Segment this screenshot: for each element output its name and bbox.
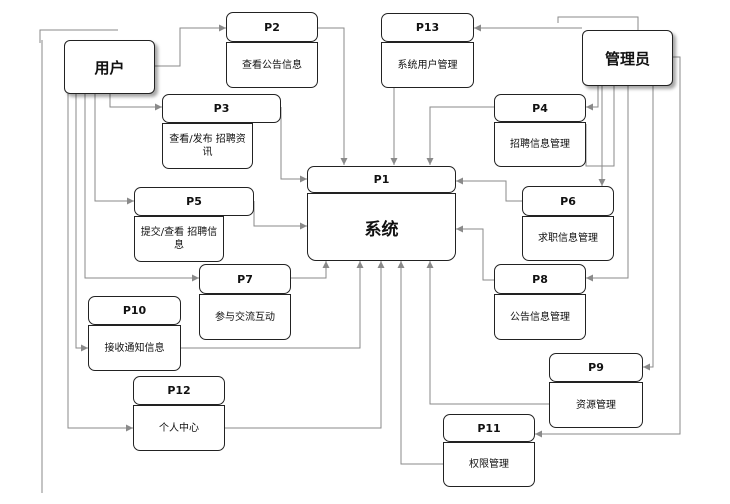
user-actor: 用户 <box>64 40 155 94</box>
connector-line <box>397 261 443 465</box>
connector-line <box>456 177 522 202</box>
connector-line <box>75 94 88 352</box>
connector-line <box>67 94 133 432</box>
connector-line <box>586 86 599 111</box>
process-p4: 招聘信息管理 <box>494 122 586 167</box>
process-p8-id: P8 <box>494 264 586 294</box>
connector-line <box>291 261 330 279</box>
system-process: 系统 <box>307 193 456 261</box>
process-p5: 提交/查看 招聘信息 <box>134 216 224 262</box>
connector-line <box>84 94 199 282</box>
connector-line <box>586 86 629 282</box>
process-p5-id: P5 <box>134 187 254 216</box>
connector-line <box>109 94 162 111</box>
connector-line <box>535 56 681 438</box>
process-p12: 个人中心 <box>133 405 225 451</box>
process-p2-id: P2 <box>226 12 318 42</box>
process-p6-id: P6 <box>522 186 614 216</box>
connector-line <box>155 24 226 67</box>
connector-line <box>426 106 494 165</box>
process-p2: 查看公告信息 <box>226 42 318 88</box>
connector-line <box>39 29 118 43</box>
connector-line <box>643 86 654 371</box>
connector-line <box>318 27 348 165</box>
process-p12-id: P12 <box>133 376 225 405</box>
process-p4-id: P4 <box>494 94 586 122</box>
process-p9: 资源管理 <box>549 382 643 428</box>
connector-line <box>225 261 385 429</box>
connector-line <box>94 94 134 205</box>
process-p7: 参与交流互动 <box>199 294 291 340</box>
process-p11-id: P11 <box>443 414 535 442</box>
process-p11: 权限管理 <box>443 442 535 487</box>
connector-line <box>585 86 615 167</box>
process-p13: 系统用户管理 <box>381 42 474 88</box>
connector-line <box>253 201 307 230</box>
process-p9-id: P9 <box>549 353 643 382</box>
process-p10: 接收通知信息 <box>88 325 181 371</box>
process-p3-id: P3 <box>162 94 281 123</box>
process-p10-id: P10 <box>88 296 181 325</box>
process-p6: 求职信息管理 <box>522 216 614 261</box>
connector-line <box>280 107 307 183</box>
process-p7-id: P7 <box>199 264 291 294</box>
connector-line <box>426 261 549 405</box>
connector-line <box>181 261 364 349</box>
connector-line <box>456 225 494 281</box>
system-process-id: P1 <box>307 166 456 193</box>
admin-actor: 管理员 <box>582 30 673 86</box>
process-p3: 查看/发布 招聘资讯 <box>162 123 253 169</box>
process-p8: 公告信息管理 <box>494 294 586 340</box>
process-p13-id: P13 <box>381 13 474 42</box>
